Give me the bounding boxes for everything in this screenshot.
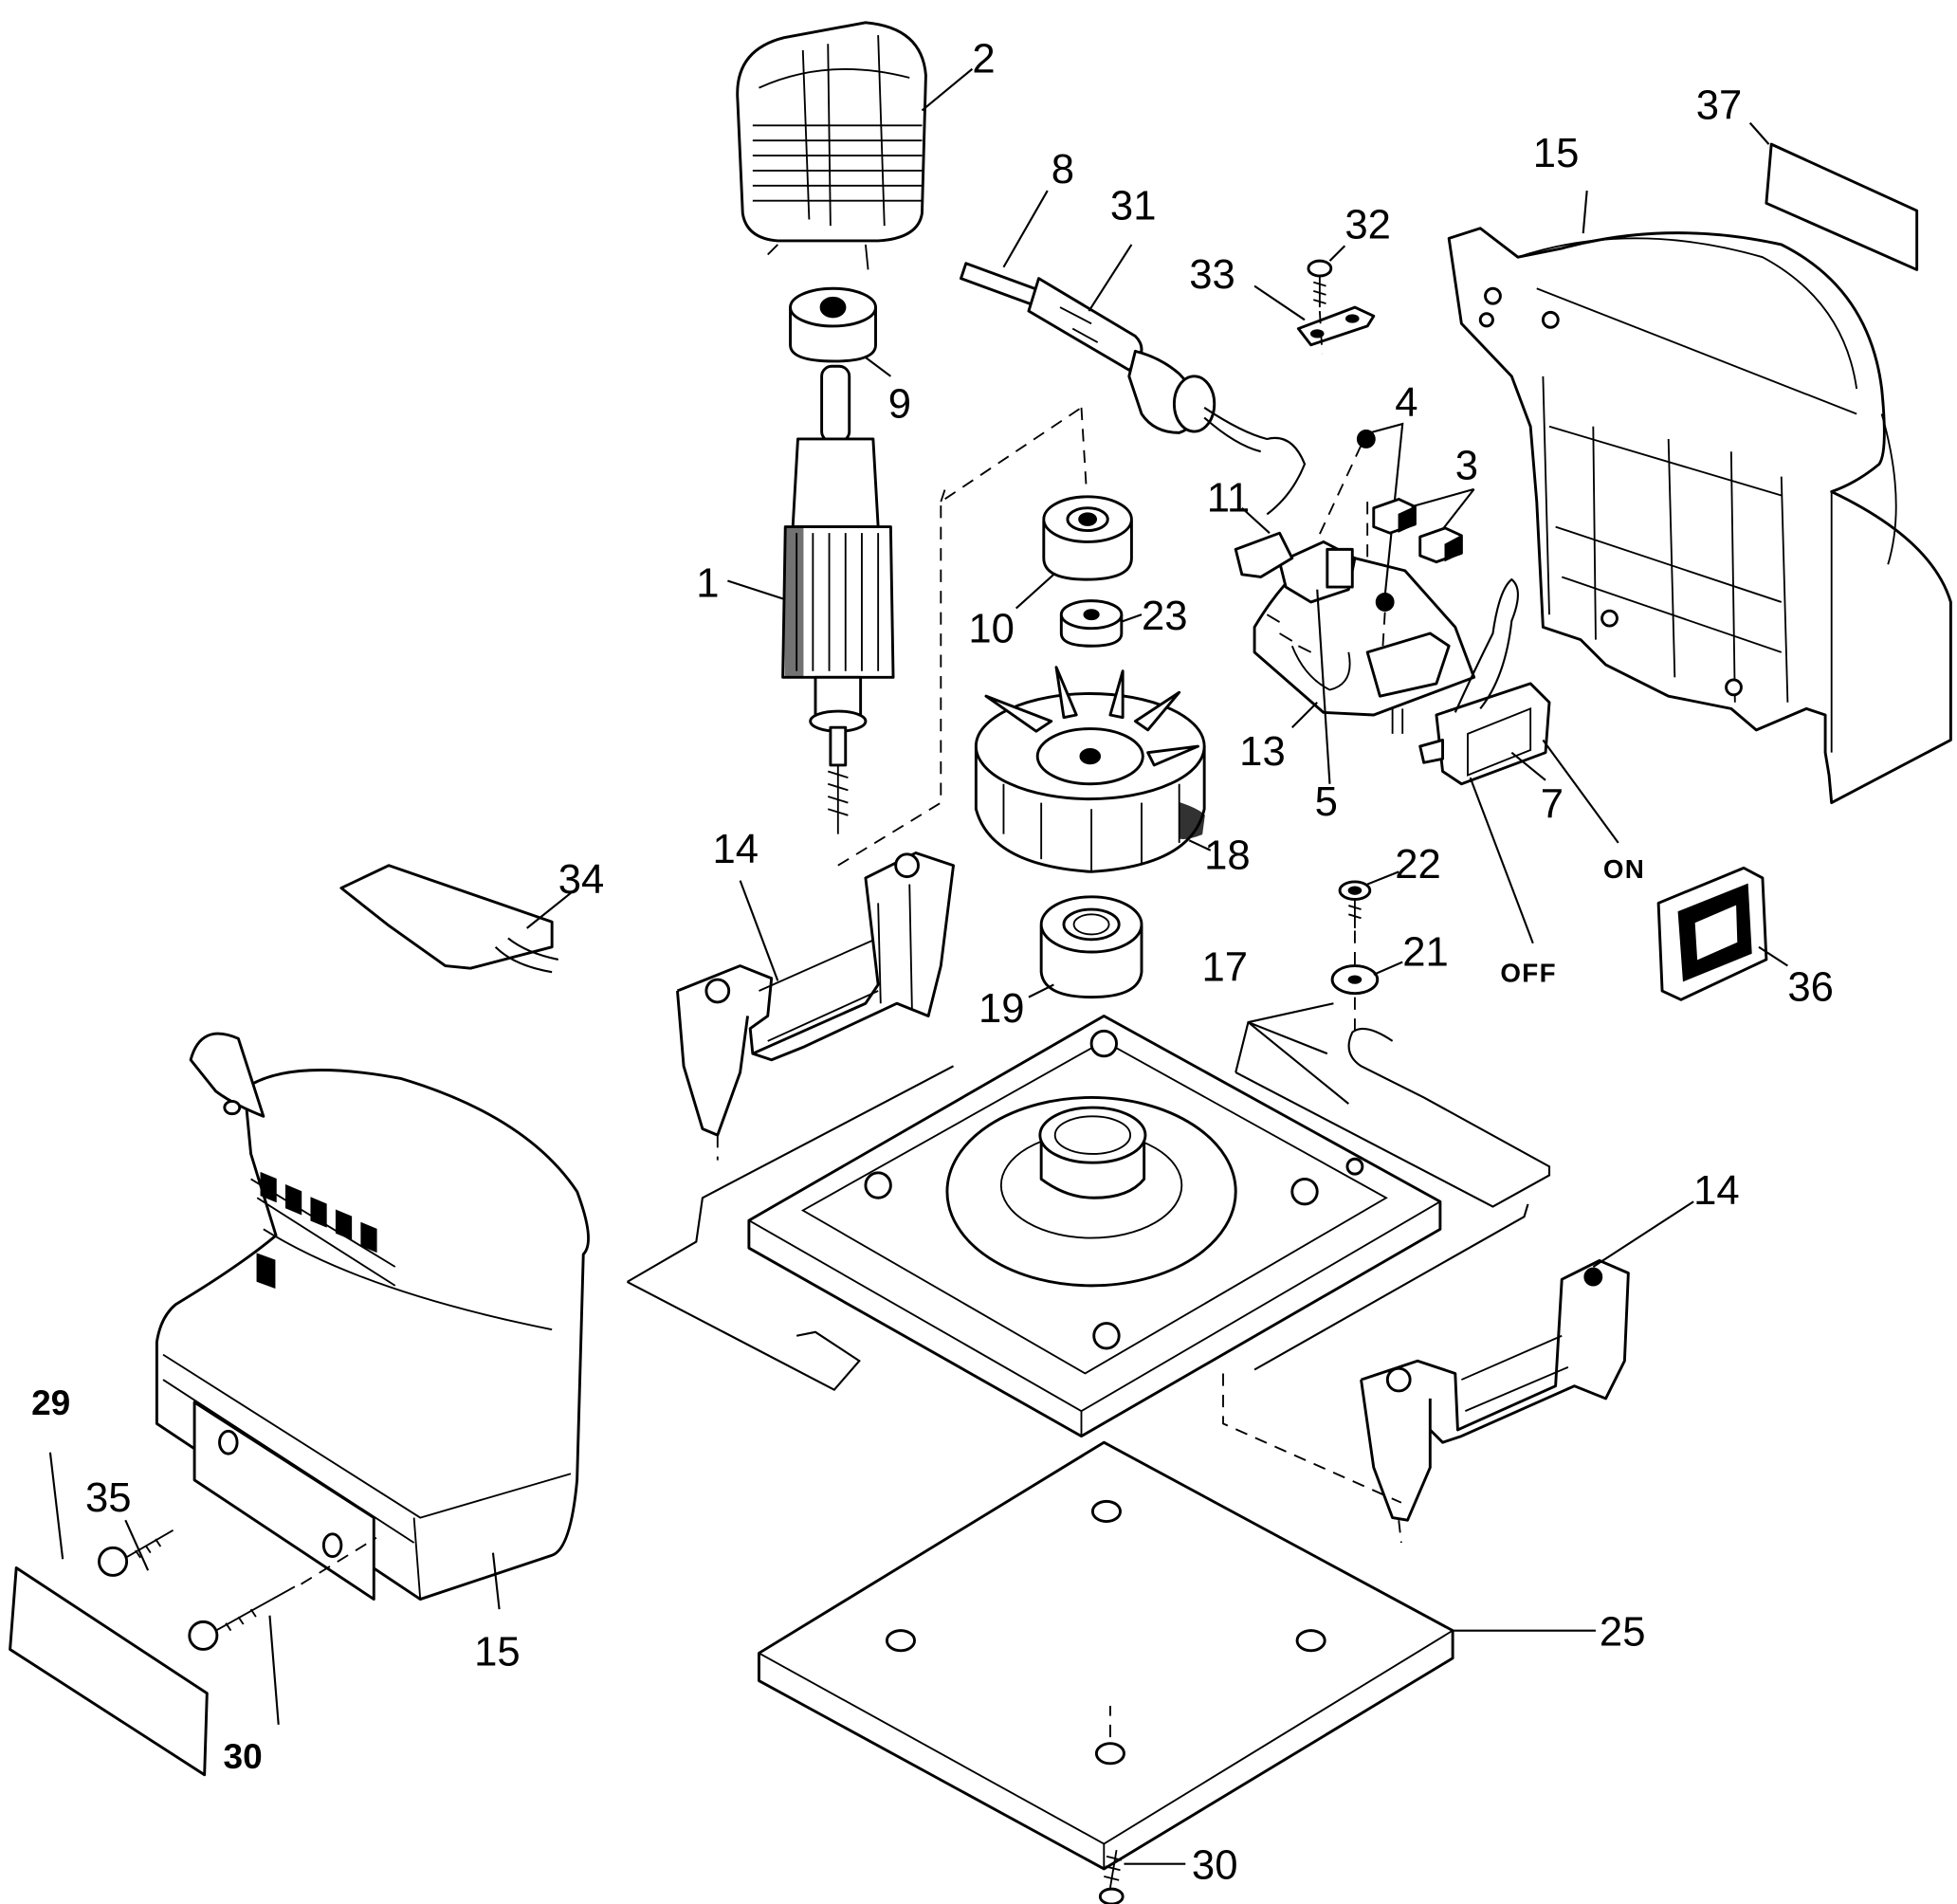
label-33: 33 <box>1189 251 1235 298</box>
pad-25 <box>758 1440 1454 1871</box>
bearing-19 <box>1039 895 1143 999</box>
switch-7 <box>1418 577 1551 786</box>
label-30-bottom: 30 <box>1192 1842 1238 1889</box>
label-5: 5 <box>1315 778 1338 825</box>
label-2: 2 <box>972 36 995 82</box>
label-plate-37 <box>1765 142 1919 271</box>
label-29: 29 <box>31 1382 70 1422</box>
screw-30-bottom <box>1098 1849 1125 1904</box>
label-8: 8 <box>1052 146 1074 192</box>
foot-left-14 <box>676 851 955 1161</box>
switch-off-label: OFF <box>1500 959 1557 988</box>
label-7: 7 <box>1541 780 1564 827</box>
screw-35 <box>98 1529 174 1577</box>
label-30-left: 30 <box>224 1736 263 1776</box>
label-19: 19 <box>978 985 1025 1032</box>
housing-right-15 <box>1447 227 1952 805</box>
screw-30-left <box>188 1536 377 1651</box>
foot-right-14 <box>1360 1258 1630 1544</box>
label-36: 36 <box>1787 964 1834 1011</box>
bearing-10 <box>1042 495 1133 581</box>
armature <box>781 364 895 834</box>
label-15-right: 15 <box>1533 130 1580 176</box>
label-17: 17 <box>1202 943 1249 990</box>
base-plate <box>747 1015 1442 1438</box>
label-1: 1 <box>696 560 719 607</box>
label-18: 18 <box>1204 833 1251 879</box>
screw-22 <box>1338 880 1372 966</box>
carbon-brushes-3 <box>1372 498 1463 564</box>
label-11: 11 <box>1207 475 1250 522</box>
label-37: 37 <box>1696 82 1743 129</box>
cord-clamp-33 <box>1296 259 1376 355</box>
spacer-23 <box>1059 599 1124 648</box>
power-cord <box>960 262 1307 516</box>
dust-bag-34 <box>339 864 558 974</box>
housing-left-15 <box>155 1032 590 1602</box>
label-32: 32 <box>1344 201 1391 247</box>
brush-springs-4 <box>1316 430 1395 652</box>
switch-on-label: ON <box>1603 854 1645 884</box>
label-14-left: 14 <box>713 826 759 872</box>
label-9: 9 <box>888 380 911 427</box>
terminal-11 <box>1234 531 1294 578</box>
label-15-left: 15 <box>474 1629 521 1675</box>
label-22: 22 <box>1395 841 1441 888</box>
label-4: 4 <box>1395 379 1417 426</box>
label-13: 13 <box>1239 728 1286 775</box>
field-coil <box>736 21 927 270</box>
fan-18 <box>974 666 1206 873</box>
label-31: 31 <box>1110 182 1157 229</box>
brush-plate-13 <box>1253 540 1476 734</box>
switch-cover-36 <box>1656 866 1768 1001</box>
label-14-right: 14 <box>1693 1167 1740 1214</box>
label-25: 25 <box>1600 1609 1646 1656</box>
bearing-9 <box>789 286 877 363</box>
nameplate-29 <box>9 1566 209 1777</box>
label-10: 10 <box>968 605 1015 651</box>
washer-21 <box>1330 964 1380 1035</box>
label-23: 23 <box>1142 593 1188 639</box>
wire-bail-left <box>627 1065 955 1283</box>
wire-bail-right <box>1235 1027 1551 1208</box>
label-3: 3 <box>1455 442 1478 488</box>
